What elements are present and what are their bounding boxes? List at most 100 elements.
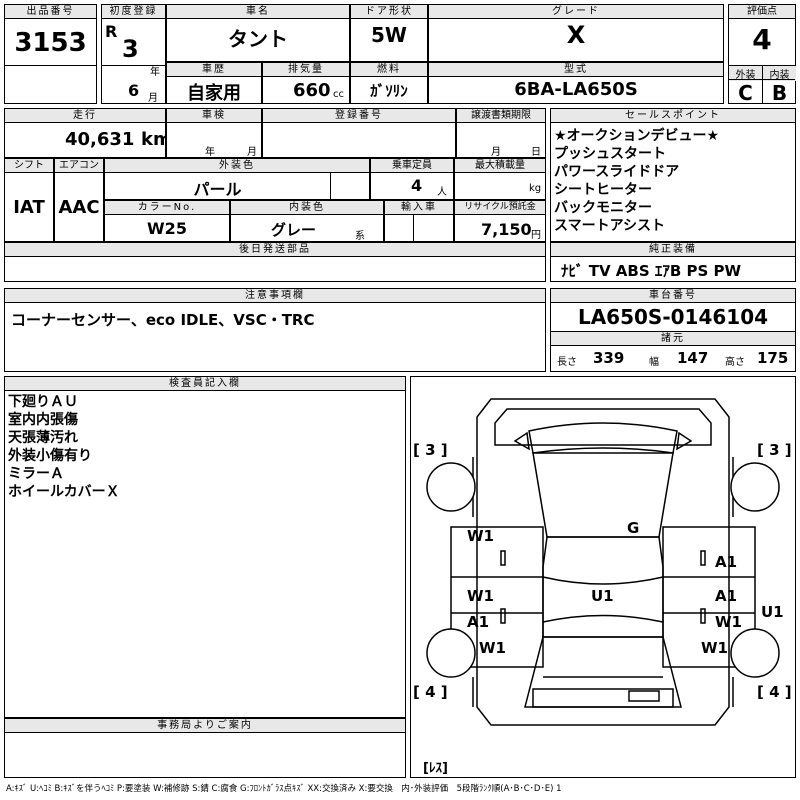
notes-box: 注意事項欄 コーナーセンサー、eco IDLE、VSC・TRC — [4, 288, 546, 372]
exterior-score: C — [738, 81, 753, 105]
office-label: 事務局よりご案内 — [5, 719, 405, 733]
grade: X — [566, 21, 586, 49]
lot-number: 3153 — [14, 28, 87, 58]
registration-year: 3 — [122, 35, 139, 63]
notes: コーナーセンサー、eco IDLE、VSC・TRC — [11, 311, 315, 329]
interior-score-label: 内装 — [763, 66, 796, 81]
damage-mark: U1 — [761, 603, 784, 621]
damage-mark: W1 — [467, 587, 494, 605]
shift-label: シフト — [5, 159, 53, 173]
mileage: 40,631 — [65, 129, 135, 150]
door-label: ドア形状 — [351, 5, 427, 19]
interior-color-label: 内装色 — [231, 201, 383, 215]
registration-month-unit: 月 — [148, 93, 158, 104]
damage-mark: W1 — [479, 639, 506, 657]
specs-label: 諸元 — [551, 332, 795, 346]
import-box: 輸入車 — [384, 200, 454, 242]
inspection-year-unit: 年 — [205, 147, 215, 158]
width: 147 — [677, 349, 709, 367]
import-label: 輸入車 — [385, 201, 453, 215]
capacity: 4 — [411, 176, 423, 195]
recycle-box: リサイクル預託金 7,150 円 — [454, 200, 546, 242]
car-outline-drawing — [426, 398, 780, 726]
inspector-note: 下廻りＡＵ — [8, 394, 78, 410]
inspector-note: 室内内張傷 — [8, 412, 78, 428]
office-box: 事務局よりご案内 — [4, 718, 406, 778]
length: 339 — [593, 349, 625, 367]
damage-mark: A1 — [715, 587, 738, 605]
model-box: 型式 6BA-LA650S — [428, 62, 724, 104]
plate-box: 登録番号 — [262, 108, 456, 158]
load-box: 最大積載量 kg — [454, 158, 546, 200]
fuel-box: 燃料 ｶﾞｿﾘﾝ — [350, 62, 428, 104]
plate-label: 登録番号 — [263, 109, 455, 123]
sales-point-item: バックモニター — [554, 200, 652, 216]
damage-mark: W1 — [467, 527, 494, 545]
registration-era: R — [105, 22, 118, 41]
ac-box: エアコン AAC — [54, 158, 104, 242]
equipment-label: 純正装備 — [551, 243, 795, 257]
damage-mark: A1 — [467, 613, 490, 631]
mileage-label: 走行 — [5, 109, 165, 123]
color-label: 外装色 — [105, 159, 369, 173]
mileage-unit: km — [141, 129, 172, 150]
score-box: 評価点 4 外装 内装 C B — [728, 4, 796, 105]
transfer-month-unit: 月 — [491, 147, 501, 158]
grade-label: グレード — [429, 5, 723, 19]
inspector-note: ミラーＡ — [8, 466, 64, 482]
exterior-score-label: 外装 — [729, 66, 762, 81]
inspection-label: 車検 — [167, 109, 261, 123]
history-box: 車歴 自家用 — [166, 62, 262, 104]
registration-month: 6 — [128, 81, 140, 100]
model-label: 型式 — [429, 63, 723, 77]
first-registration-box: 初度登録 R 3 年 6 月 — [101, 4, 166, 104]
notes-label: 注意事項欄 — [5, 289, 545, 303]
capacity-box: 乗車定員 4 人 — [370, 158, 454, 200]
door-type: 5W — [371, 23, 407, 47]
inspection-box: 車検 年 月 — [166, 108, 262, 158]
later-parts-label: 後日発送部品 — [5, 243, 545, 257]
transfer-box: 譲渡書類期限 月 日 — [456, 108, 546, 158]
tire-rear-right-mark: [ 4 ] — [757, 683, 792, 701]
capacity-unit: 人 — [437, 187, 447, 198]
sales-points-label: セールスポイント — [551, 109, 795, 123]
overall-score: 4 — [752, 23, 772, 56]
model-code: 6BA-LA650S — [514, 79, 638, 100]
sales-point-item: シートヒーター — [554, 182, 652, 198]
color-code: W25 — [147, 219, 187, 238]
tire-front-right-mark: [ 3 ] — [757, 441, 792, 459]
length-label: 長さ — [557, 357, 577, 368]
grade-box: グレード X — [428, 4, 724, 62]
car-name-label: 車名 — [167, 5, 349, 19]
lot-number-label: 出品番号 — [5, 5, 96, 19]
score-label: 評価点 — [729, 5, 795, 19]
color-box: 外装色 パール — [104, 158, 370, 200]
car-name: タント — [228, 27, 288, 51]
capacity-label: 乗車定員 — [371, 159, 453, 173]
inspector-label: 検査員記入欄 — [5, 377, 405, 391]
sales-point-item: パワースライドドア — [554, 164, 680, 180]
inspector-note: 外装小傷有り — [8, 448, 92, 464]
chassis-label: 車台番号 — [551, 289, 795, 303]
inspection-month-unit: 月 — [247, 147, 257, 158]
recycle-unit: 円 — [531, 230, 541, 241]
displacement-unit: cc — [333, 89, 344, 100]
spare-tire-mark: [ﾚｽ] — [423, 761, 448, 776]
color-code-label: カラーNo. — [105, 201, 229, 215]
recycle-label: リサイクル預託金 — [455, 201, 545, 215]
interior-color-box: 内装色 グレー 系 — [230, 200, 384, 242]
equipment-box: 純正装備 ﾅﾋﾞ TV ABS ｴｱB PS PW — [550, 242, 796, 282]
height-label: 高さ — [725, 357, 745, 368]
displacement-label: 排気量 — [263, 63, 349, 77]
door-box: ドア形状 5W — [350, 4, 428, 62]
inspector-box: 検査員記入欄 下廻りＡＵ 室内内張傷 天張薄汚れ 外装小傷有り ミラーＡ ホイー… — [4, 376, 406, 718]
ac-label: エアコン — [55, 159, 103, 173]
height: 175 — [757, 349, 789, 367]
fuel-label: 燃料 — [351, 63, 427, 77]
legend-text: A:ｷｽﾞ U:ﾍｺﾐ B:ｷｽﾞを伴うﾍｺﾐ P:要塗装 W:補修跡 S:錆 … — [6, 784, 562, 794]
damage-mark: W1 — [701, 639, 728, 657]
history: 自家用 — [187, 83, 241, 104]
later-parts-box: 後日発送部品 — [4, 242, 546, 282]
fuel: ｶﾞｿﾘﾝ — [370, 82, 408, 100]
load-label: 最大積載量 — [455, 159, 545, 173]
